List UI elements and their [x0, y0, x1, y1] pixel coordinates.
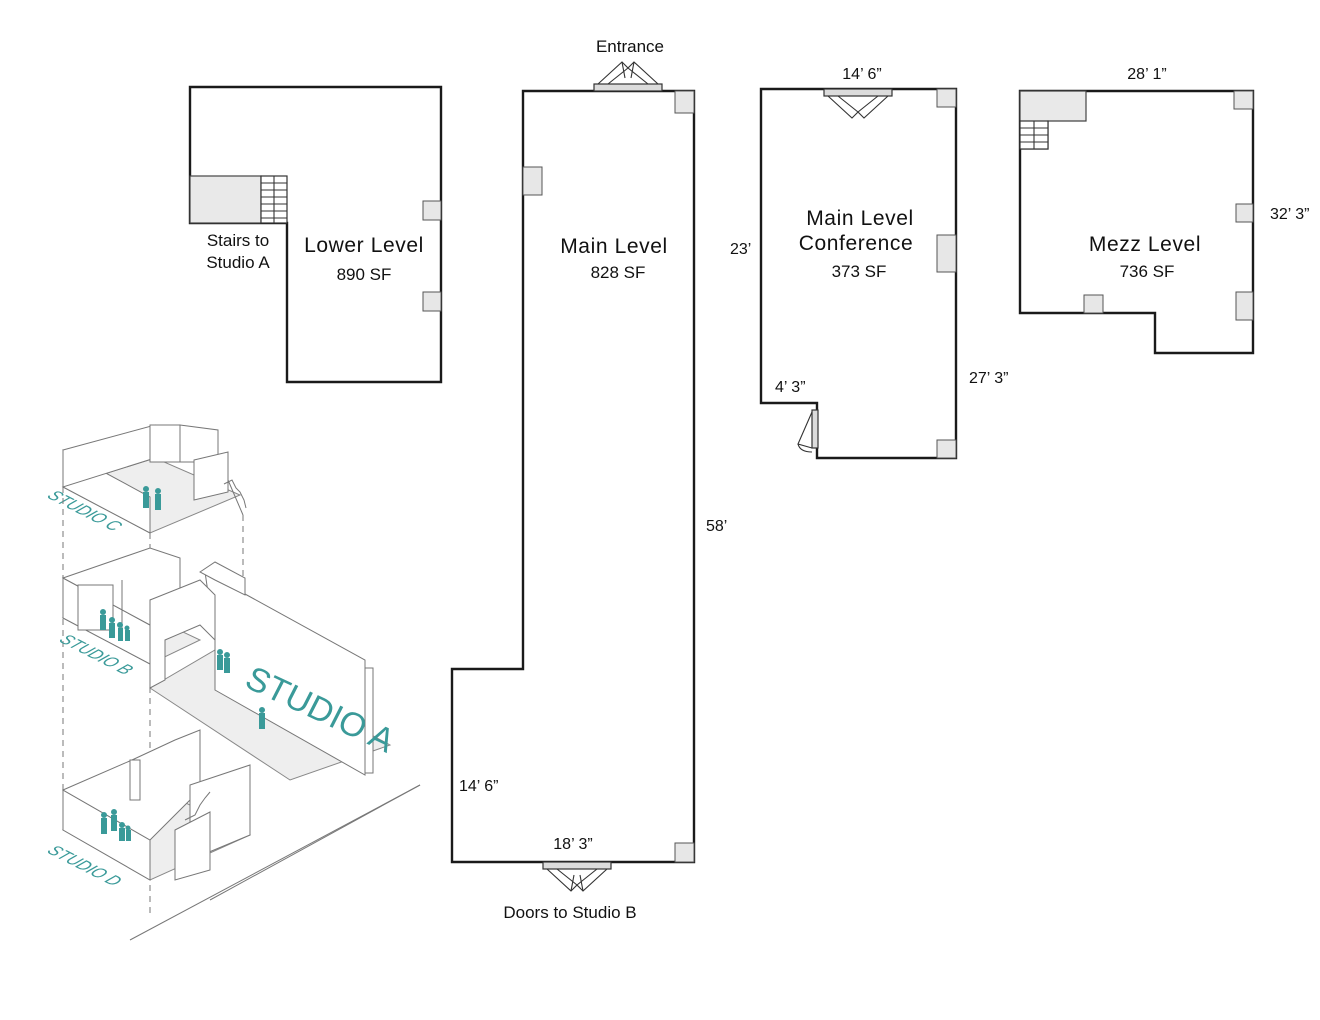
main-level-title: Main Level — [560, 235, 668, 258]
conference-title-line1: Main Level — [806, 207, 914, 230]
stairs-label-line2: Studio A — [206, 253, 270, 272]
column — [1235, 291, 1254, 321]
column — [1083, 294, 1104, 314]
column — [674, 90, 695, 114]
main-lower-width-dim: 14’ 6” — [459, 778, 498, 795]
main-width-dim: 18’ 3” — [553, 836, 592, 853]
studio-d-iso: STUDIO D — [43, 729, 252, 889]
conference-notch-dim: 4’ 3” — [775, 379, 806, 396]
entrance-label: Entrance — [596, 37, 664, 56]
conference-plan: 14’ 6” Main Level Conference 373 SF 23’ … — [730, 66, 1008, 460]
mezz-top-dim: 28’ 1” — [1127, 66, 1166, 83]
mezz-level-title: Mezz Level — [1089, 233, 1201, 256]
mezz-level-area: 736 SF — [1120, 262, 1175, 281]
mezz-level-plan: 28’ 1” Mezz Level 736 SF 32’ 3” — [1018, 66, 1309, 355]
doors-to-studio-b-label: Doors to Studio B — [503, 903, 636, 922]
conference-title-line2: Conference — [799, 232, 914, 255]
isometric-building-drawing: STUDIO C STUDIO B — [43, 424, 421, 941]
people-icon — [143, 486, 161, 510]
column — [936, 234, 957, 273]
conference-door-icon — [823, 88, 893, 119]
column — [1235, 203, 1254, 223]
stairs-icon — [260, 175, 288, 224]
conference-area: 373 SF — [832, 262, 887, 281]
conference-left-dim: 23’ — [730, 241, 751, 258]
lower-level-title: Lower Level — [304, 234, 424, 257]
main-length-dim: 58’ — [706, 518, 727, 535]
lower-level-plan: Lower Level 890 SF Stairs to Studio A — [188, 85, 443, 384]
column — [936, 439, 957, 459]
stairs-landing — [189, 175, 262, 224]
column — [422, 200, 442, 221]
column — [422, 291, 442, 312]
conference-right-dim: 27’ 3” — [969, 370, 1008, 387]
studio-b-door-icon — [542, 861, 612, 892]
conference-top-dim: 14’ 6” — [842, 66, 881, 83]
main-level-area: 828 SF — [591, 263, 646, 282]
studio-c-iso: STUDIO C — [43, 424, 247, 535]
column — [1233, 90, 1254, 110]
people-icon — [217, 649, 265, 729]
mezz-right-dim: 32’ 3” — [1270, 206, 1309, 223]
studio-a-iso: STUDIO A — [129, 561, 421, 941]
people-icon — [101, 809, 131, 841]
people-icon — [100, 609, 130, 641]
column — [674, 842, 695, 863]
mezz-stairs-icon — [1019, 120, 1049, 150]
conference-side-door-icon — [797, 409, 819, 453]
column — [936, 88, 957, 108]
main-level-plan: Entrance Main Level 828 SF 58’ 18’ 3” 14… — [450, 37, 727, 922]
entrance-door-icon — [593, 61, 663, 92]
stairs-label-line1: Stairs to — [207, 231, 269, 250]
column — [522, 166, 543, 196]
lower-level-area: 890 SF — [337, 265, 392, 284]
